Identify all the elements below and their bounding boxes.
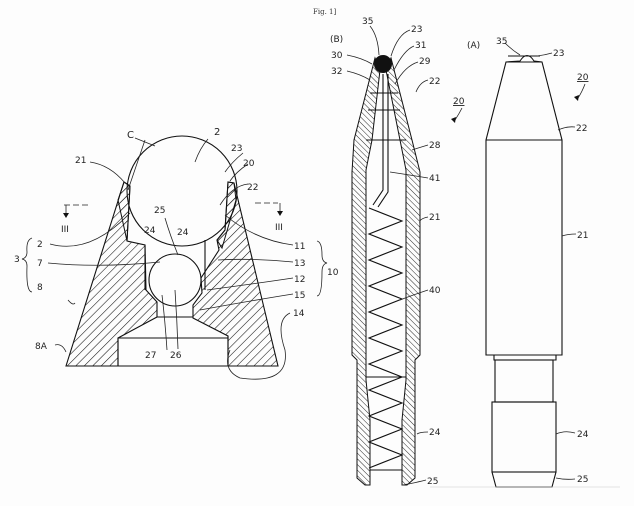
label-3: 3 bbox=[14, 255, 20, 265]
view-a-grip bbox=[491, 401, 557, 473]
gap-dimension bbox=[134, 137, 156, 147]
label-24b: 24 bbox=[177, 228, 189, 238]
label-15: 15 bbox=[294, 291, 305, 301]
view-b-ref-number: 20 bbox=[453, 97, 465, 107]
view-a-leader-lines bbox=[504, 42, 577, 480]
left-sectional-view: III III C 2 21 bbox=[14, 127, 339, 380]
section-marker-left: III bbox=[61, 204, 90, 235]
label-b-22: 22 bbox=[429, 77, 440, 87]
arrow-down-icon bbox=[277, 211, 283, 216]
label-13: 13 bbox=[294, 259, 305, 269]
label-b-29: 29 bbox=[419, 57, 431, 67]
label-b-35: 35 bbox=[362, 17, 373, 27]
label-a-23: 23 bbox=[553, 49, 564, 59]
section-label-right: III bbox=[275, 223, 283, 233]
label-b-31: 31 bbox=[415, 41, 426, 51]
view-b-right-wall bbox=[385, 56, 421, 486]
label-24a: 24 bbox=[144, 226, 156, 236]
label-b-25: 25 bbox=[427, 477, 438, 487]
arrow-icon bbox=[451, 117, 456, 123]
view-b-left-wall bbox=[351, 56, 381, 486]
label-25: 25 bbox=[154, 206, 165, 216]
figure-title: Fig. 1] bbox=[313, 8, 336, 16]
arrow-icon bbox=[574, 95, 579, 101]
housing-left-lip bbox=[117, 181, 131, 242]
view-b-title: (B) bbox=[330, 35, 343, 45]
bottom-cavity bbox=[117, 336, 229, 367]
section-label-left: III bbox=[61, 225, 69, 235]
label-b-41: 41 bbox=[429, 174, 440, 184]
label-7: 7 bbox=[37, 259, 43, 269]
label-b-24: 24 bbox=[429, 428, 441, 438]
label-a-21: 21 bbox=[577, 231, 588, 241]
view-a-ref: 20 bbox=[574, 73, 589, 101]
label-11: 11 bbox=[294, 242, 305, 252]
label-a-22: 22 bbox=[576, 124, 587, 134]
label-20: 20 bbox=[243, 159, 255, 169]
label-8: 8 bbox=[37, 283, 43, 293]
label-b-30: 30 bbox=[331, 51, 343, 61]
housing-right-lip bbox=[216, 181, 237, 250]
label-2: 2 bbox=[37, 240, 43, 250]
label-ball: 2 bbox=[214, 127, 220, 138]
view-a-shoulder bbox=[493, 355, 557, 361]
label-26: 26 bbox=[170, 351, 182, 361]
view-a-title: (A) bbox=[467, 41, 480, 51]
view-b-leader-lines bbox=[346, 25, 429, 486]
label-10: 10 bbox=[327, 268, 339, 278]
view-b-tip-ball bbox=[374, 55, 392, 73]
brace-3 bbox=[21, 237, 33, 293]
section-marker-right: III bbox=[255, 202, 283, 233]
label-b-21: 21 bbox=[429, 213, 440, 223]
brace-10 bbox=[316, 240, 328, 297]
view-b-ref: 20 bbox=[451, 97, 465, 123]
label-a-24: 24 bbox=[577, 430, 589, 440]
rod bbox=[372, 74, 389, 208]
label-a-35: 35 bbox=[496, 37, 507, 47]
gap-line bbox=[127, 139, 146, 191]
label-c: C bbox=[127, 130, 134, 141]
view-a-exterior: (A) 35 23 22 21 24 25 20 bbox=[467, 37, 589, 488]
left-leader-lines bbox=[47, 138, 294, 380]
label-8a: 8A bbox=[35, 342, 48, 352]
inner-ball bbox=[148, 253, 202, 307]
arrow-down-icon bbox=[63, 213, 69, 218]
spring bbox=[367, 207, 404, 469]
label-b-40: 40 bbox=[429, 286, 441, 296]
view-a-end bbox=[491, 471, 557, 488]
label-b-32: 32 bbox=[331, 67, 342, 77]
label-23: 23 bbox=[231, 144, 242, 154]
view-a-cone bbox=[485, 54, 563, 356]
label-22: 22 bbox=[247, 183, 258, 193]
label-12: 12 bbox=[294, 275, 305, 285]
label-14: 14 bbox=[293, 309, 305, 319]
view-b-sectional: (B) 35 23 30 31 32 29 bbox=[330, 17, 465, 487]
view-a-ref-number: 20 bbox=[577, 73, 589, 83]
label-b-28: 28 bbox=[429, 141, 441, 151]
label-27: 27 bbox=[145, 351, 156, 361]
label-b-23: 23 bbox=[411, 25, 422, 35]
view-a-neck bbox=[494, 359, 554, 403]
label-a-25: 25 bbox=[577, 475, 588, 485]
label-21: 21 bbox=[75, 156, 86, 166]
